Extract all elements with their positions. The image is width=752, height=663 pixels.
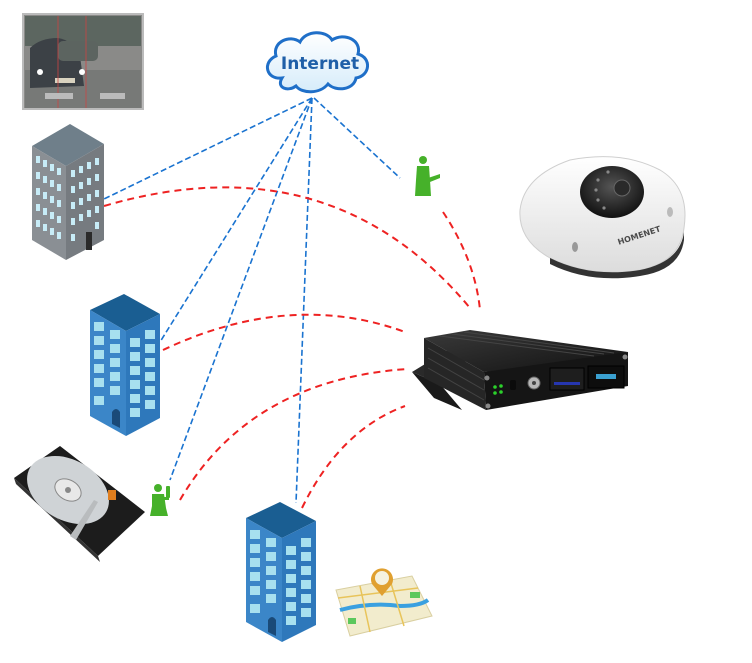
person-with-tablet-icon xyxy=(150,484,170,516)
wireless-link-user-top-right xyxy=(442,211,481,311)
internet-link-gray-building xyxy=(103,97,313,200)
blue-office-building-left[interactable] xyxy=(90,294,160,436)
door-icon xyxy=(268,617,276,636)
hdd-bay xyxy=(549,367,585,391)
door-icon xyxy=(86,232,92,250)
gray-building-windows xyxy=(36,156,99,241)
wireless-links xyxy=(103,186,481,509)
internet-cloud[interactable]: Internet xyxy=(266,31,369,94)
traffic-camera-photo[interactable] xyxy=(22,13,144,110)
internet-links xyxy=(103,97,401,504)
building-windows xyxy=(250,530,311,625)
wireless-link-gray-building xyxy=(103,186,471,309)
user-bottom-left[interactable] xyxy=(150,484,170,516)
person-with-tablet-icon xyxy=(415,156,440,196)
map-pin-icon xyxy=(371,568,394,596)
wireless-link-user-bottom-left xyxy=(179,368,408,501)
cloud-icon xyxy=(266,31,369,94)
camera-lens-dome xyxy=(580,166,644,218)
wireless-link-blue-building-left xyxy=(162,313,406,351)
door-icon xyxy=(112,409,120,428)
dome-camera[interactable]: HOMENET xyxy=(519,156,686,279)
internet-link-blue-building-left xyxy=(159,97,313,343)
internet-link-user-bottom-left xyxy=(169,97,313,481)
switch xyxy=(510,380,516,390)
flex-cable xyxy=(108,490,116,500)
user-top-right[interactable] xyxy=(415,156,440,196)
internet-link-blue-building-bottom xyxy=(295,97,313,504)
status-leds xyxy=(493,384,503,395)
wireless-link-blue-building-bottom xyxy=(301,405,406,509)
hard-disk-drive[interactable] xyxy=(14,442,145,562)
gray-office-building[interactable] xyxy=(32,124,104,260)
gps-map[interactable] xyxy=(335,568,433,637)
internet-link-user-top-right xyxy=(313,97,401,179)
blue-office-building-bottom[interactable] xyxy=(246,502,316,642)
mobile-dvr[interactable] xyxy=(412,330,628,410)
brand-logo xyxy=(596,374,616,379)
building-windows xyxy=(94,322,155,417)
internet-label: Internet xyxy=(281,54,359,74)
